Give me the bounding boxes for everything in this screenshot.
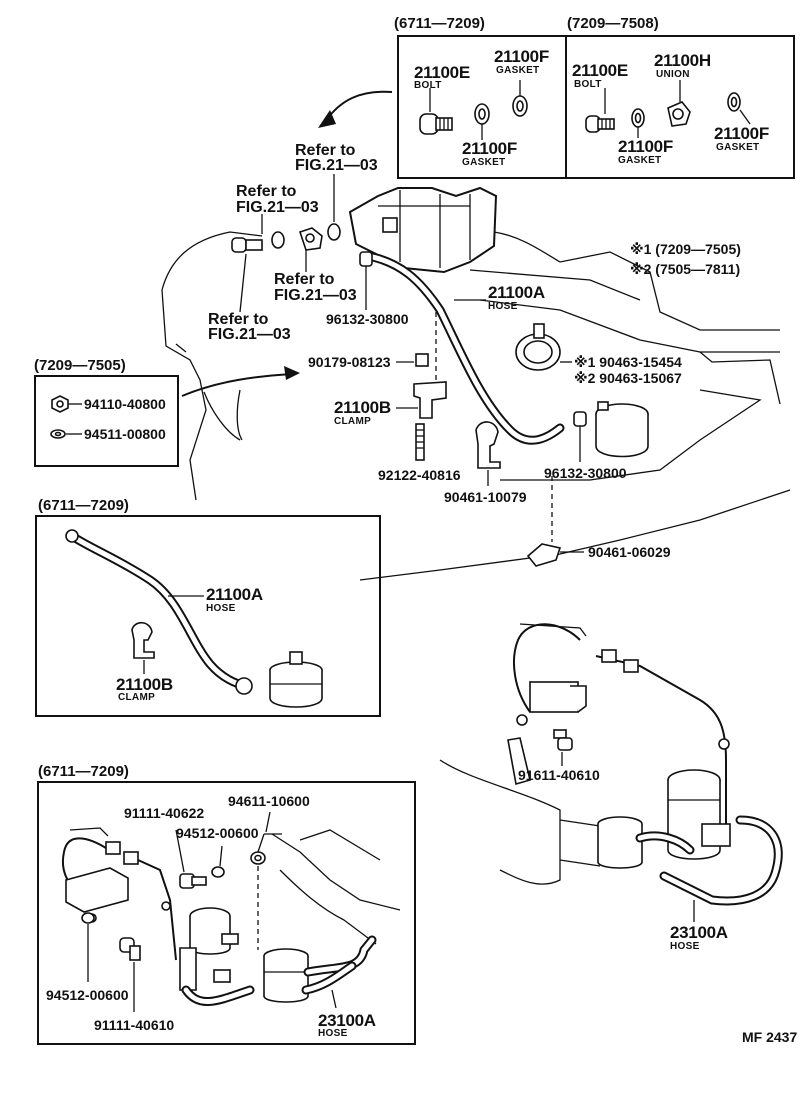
refer-label-4a: Refer to [208,311,269,328]
mid-hose-number: 21100A [206,585,263,604]
top-left-header: (6711—7209) [394,15,485,32]
inlet-union [298,227,323,251]
left-gasket-b-name: GASKET [496,65,539,76]
left-gasket-a-number: 21100F [462,139,517,158]
right-bolt-number: 21100E [572,61,628,80]
small-box-arrow [181,373,293,397]
main-hose-name: HOSE [488,301,518,312]
pump-hose-number: 23100A [670,923,728,942]
main-hose-number: 21100A [488,283,545,302]
inlet-gasket-b [327,223,341,241]
bottom-variant-box: (6711—7209) 91111-40622 94512-00600 9461… [37,763,416,1045]
bottom-washer-a-number: 94611-10600 [228,793,310,809]
mid-variant-box: (6711—7209) 21100A HOSE 21100B CLAMP [35,497,381,717]
left-gasket-b-number: 21100F [494,47,549,66]
top-callout-arrow [324,90,393,123]
bottom-relay-box [65,867,129,913]
top-right-header: (7209—7508) [567,15,659,32]
clip-top-number: 96132-30800 [326,311,409,327]
small-box-washer-number: 94511-00800 [84,426,166,442]
left-bolt-name: BOLT [414,80,442,91]
right-gasket-b-number: 21100F [714,124,769,143]
note-1: ※1 (7209—7505) [630,241,741,257]
nut-90179 [415,353,429,367]
top-box-frame [397,35,795,179]
figure-code: MF 2437 [742,1029,797,1045]
note-2: ※2 (7505—7811) [630,261,740,277]
bottom-hose-name: HOSE [318,1028,348,1039]
right-bolt-name: BOLT [574,79,602,90]
bracket-90461-10079 [475,421,501,469]
right-gasket-b-name: GASKET [716,142,759,153]
clip-90461-06029 [526,543,562,567]
top-variant-box: (6711—7209) (7209—7508) 21100E BOLT 2110… [394,15,795,179]
clamp-ring-b-number: ※2 90463-15067 [574,370,682,386]
union-number: 21100H [654,51,711,70]
mid-box-frame [35,515,381,717]
electric-pump-assembly [439,623,783,906]
hose-clip-top [359,251,373,267]
bottom-box-frame [37,781,416,1045]
refer-label-1b: FIG.21—03 [295,157,378,174]
clamp-number: 21100B [334,398,391,417]
mid-hose-name: HOSE [206,603,236,614]
arrow-head-icon [284,366,300,380]
small-box-frame [34,375,179,467]
bolt-21100e-left [419,113,453,135]
union-name: UNION [656,69,690,80]
bottom-hose-number: 23100A [318,1011,376,1030]
pump-bolt-number: 91611-40610 [518,767,600,783]
bolt-21100e-right [585,115,615,133]
right-gasket-a-number: 21100F [618,137,673,156]
refer-label-2b: FIG.21—03 [236,199,319,216]
washer-94512-a [211,866,225,878]
bottom-bolt-b-number: 91111-40610 [94,1017,174,1033]
refer-label-3a: Refer to [274,271,335,288]
bottom-bolt-a-number: 91111-40622 [124,805,204,821]
right-gasket-a-name: GASKET [618,155,661,166]
clip-right-number: 96132-30800 [544,465,627,481]
inlet-gasket-a [271,231,285,249]
arrow-head-icon [318,110,336,128]
small-box-header: (7209—7505) [34,357,126,374]
inlet-bolt [231,237,263,253]
mid-box-header: (6711—7209) [38,497,129,514]
small-box-nut-number: 94110-40800 [84,396,166,412]
union-21100h [667,101,691,127]
clamp-ring-a-number: ※1 90463-15454 [574,354,682,370]
clamp-name: CLAMP [334,416,371,427]
left-bolt-number: 21100E [414,63,470,82]
fuel-filter-top [595,401,649,458]
clip-bottom-number: 90461-06029 [588,544,671,560]
bottom-box-header: (6711—7209) [38,763,129,780]
hose-clamp-ring [515,323,561,371]
stud-number: 92122-40816 [378,467,461,483]
nut-number: 90179-08123 [308,354,391,370]
bottom-washer-b-number: 94512-00600 [176,825,259,841]
mid-clamp-name: CLAMP [118,692,155,703]
mid-filter-icon [269,651,323,708]
small-variant-box: (7209—7505) 94110-40800 94511-00800 [34,357,179,467]
mid-clamp-icon [131,621,155,659]
refer-label-3b: FIG.21—03 [274,287,357,304]
pump-hose-name: HOSE [670,941,700,952]
left-gasket-a-name: GASKET [462,157,505,168]
mid-clamp-number: 21100B [116,675,173,694]
stud-92122 [415,423,425,461]
refer-label-4b: FIG.21—03 [208,326,291,343]
bottom-washer-c-number: 94512-00600 [46,987,129,1003]
main-fuel-hose [363,251,565,445]
refer-label-2a: Refer to [236,183,297,200]
bolt-91611 [553,729,573,751]
washer-94512-c [81,912,95,924]
refer-label-1a: Refer to [295,142,356,159]
pump-relay-box [529,681,579,713]
bracket-number: 90461-10079 [444,489,527,505]
hose-clip-right [573,411,587,427]
clamp-bracket-21100b [413,381,447,419]
